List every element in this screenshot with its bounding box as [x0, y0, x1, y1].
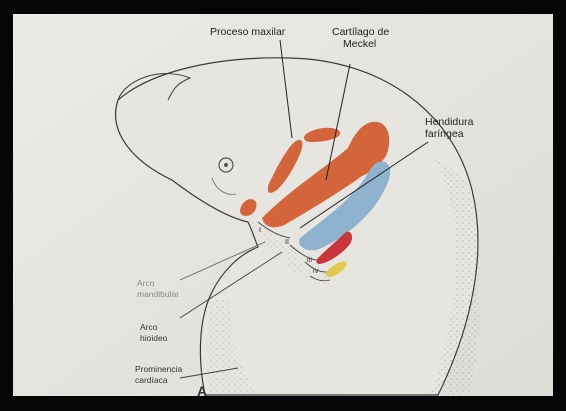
- label-hendidura-line1: Hendidura: [425, 116, 474, 128]
- label-cartilago-line2: Meckel: [343, 38, 376, 50]
- label-prominencia-line1: Prominencia: [135, 364, 183, 374]
- label-cartilago-line1: Cartílago de: [332, 26, 389, 38]
- label-arco-mandibular-line1: Arco: [137, 278, 155, 288]
- label-prominencia-line2: cardíaca: [135, 375, 168, 385]
- panel-letter: A: [197, 383, 207, 399]
- label-arco-hioideo-line1: Arco: [140, 322, 158, 332]
- label-arco-mandibular-line2: mandibular: [137, 289, 179, 299]
- label-hendidura-line2: faríngea: [425, 128, 464, 140]
- arch-numeral-4: IV: [313, 269, 319, 275]
- arch-numeral-2: II: [285, 239, 289, 246]
- label-arco-hioideo-line2: hioideo: [140, 333, 168, 343]
- label-proceso-maxilar: Proceso maxilar: [210, 26, 286, 38]
- arch-numeral-3: III: [307, 258, 312, 264]
- eye-center: [224, 163, 228, 167]
- arch-numeral-1: I: [259, 227, 261, 234]
